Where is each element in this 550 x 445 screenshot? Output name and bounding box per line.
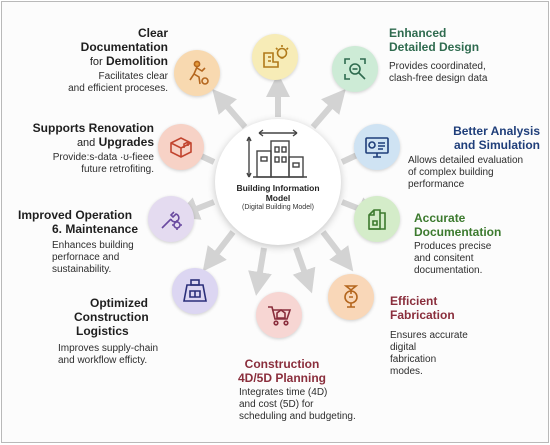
planning-title-line1: Construction xyxy=(244,357,320,371)
fabrication-title-line1: Efficient xyxy=(390,294,438,308)
worker-demolition-icon xyxy=(189,60,209,85)
design-desc-line1: Provides coordinated, xyxy=(389,61,486,72)
demolition-title-line3: Demolition xyxy=(106,54,168,68)
renovation-title-line2: Upgrades xyxy=(98,135,154,149)
node-top xyxy=(252,34,298,80)
renovation-desc-line1: Provide:s-data ·ʊ-fieee xyxy=(52,152,154,163)
design-title-line1: Enhanced xyxy=(389,26,447,40)
site-layout-icon xyxy=(183,279,207,302)
title-documentation: Accurate Documentation xyxy=(414,211,544,239)
documentation-desc-line3: documentation. xyxy=(414,265,483,276)
documents-icon xyxy=(368,209,386,230)
analysis-desc-line1: Allows detailed evaluation xyxy=(408,155,524,166)
renovation-title-line2-wrap: and Upgrades xyxy=(10,135,154,150)
title-renovation: Supports Renovation and Upgrades xyxy=(10,121,154,150)
fabrication-desc-line4: modes. xyxy=(390,366,423,377)
arrow-bottom-left xyxy=(202,230,236,272)
cart-house-icon xyxy=(268,306,292,326)
logistics-title-line2: Construction xyxy=(74,310,149,324)
title-demolition: Clear Documentation for Demolition xyxy=(42,26,168,69)
renovation-desc-line2: future retrofiting. xyxy=(81,164,154,175)
title-fabrication: Efficient Fabrication xyxy=(390,294,530,322)
demolition-desc-line2: and efficient proceses. xyxy=(68,83,168,94)
fabrication-desc-line1: Ensures accurate xyxy=(390,330,468,341)
operation-title-line1: Improved Operation xyxy=(18,208,133,222)
title-operation: Improved Operation 6. Maintenance xyxy=(18,208,148,236)
operation-desc-line3: sustainability. xyxy=(52,264,112,275)
magnifier-plan-icon xyxy=(344,58,366,80)
arrow-top-left xyxy=(212,88,248,129)
node-demolition xyxy=(174,50,220,96)
design-desc-line2: clash-free design data xyxy=(389,73,488,84)
operation-desc-line2: perfornace and xyxy=(52,252,120,263)
demolition-desc-line1: Facilitates clear xyxy=(98,71,168,82)
demolition-title-line2: Documentation xyxy=(80,40,168,54)
design-title-line2: Detailed Design xyxy=(389,40,480,54)
building-model-icon xyxy=(246,129,307,178)
blueprint-bulb-icon xyxy=(263,45,289,68)
documentation-title-line1: Accurate xyxy=(414,211,466,225)
title-design: Enhanced Detailed Design xyxy=(389,26,539,54)
planning-desc-line3: scheduling and budgeting. xyxy=(239,411,356,422)
operation-desc-line1: Enhances building xyxy=(52,240,134,251)
fabrication-desc-line3: fabrication xyxy=(390,354,437,365)
title-analysis: Better Analysis and Simulation xyxy=(402,124,540,152)
demolition-title-line3-wrap: for Demolition xyxy=(42,54,168,69)
documentation-desc-line1: Produces precise xyxy=(414,241,492,252)
analysis-desc-line2: of complex building performance xyxy=(408,167,494,190)
renovation-title-line1: Supports Renovation xyxy=(32,121,154,135)
wrench-gear-icon xyxy=(161,211,182,230)
demolition-title-line1: Clear xyxy=(137,26,168,40)
node-planning xyxy=(256,292,302,338)
arrow-bottom-right-2 xyxy=(292,247,316,294)
node-operation xyxy=(148,196,194,242)
desc-logistics: Improves supply-chain and workflow effic… xyxy=(58,343,188,367)
logistics-title-line3: Logistics xyxy=(76,324,129,338)
node-analysis xyxy=(354,124,400,170)
fabrication-title-line2: Fabrication xyxy=(390,308,455,322)
planning-desc-line2: and cost (5D) for xyxy=(239,399,314,410)
center-bim-node: Building Information Model (Digital Buil… xyxy=(215,119,341,245)
title-planning: Construction 4D/5D Planning xyxy=(202,357,362,385)
desc-planning: Integrates time (4D) and cost (5D) for s… xyxy=(239,387,379,423)
robot-arm-icon xyxy=(343,285,359,308)
desc-operation: Enhances building perfornace and sustain… xyxy=(52,240,152,276)
center-title: Building Information Model xyxy=(215,183,341,203)
node-renovation xyxy=(158,124,204,170)
logistics-title-line1: Optimized xyxy=(90,296,149,310)
arrow-bottom-right xyxy=(320,230,354,272)
documentation-desc-line2: and consitent xyxy=(414,253,474,264)
fabrication-desc-line2: digital xyxy=(390,342,417,353)
planning-title-line2: 4D/5D Planning xyxy=(237,371,326,385)
analysis-title-line1: Better Analysis xyxy=(453,124,540,138)
desc-analysis: Allows detailed evaluation of complex bu… xyxy=(408,155,548,191)
logistics-desc-line1: Improves supply-chain xyxy=(58,343,159,354)
renovation-title-small: and xyxy=(76,137,96,149)
monitor-chart-icon xyxy=(365,137,389,158)
logistics-desc-line2: and workflow efficty. xyxy=(58,355,148,366)
documentation-title-line2: Documentation xyxy=(414,225,502,239)
operation-title-line2: 6. Maintenance xyxy=(52,222,139,236)
node-documentation xyxy=(354,196,400,242)
desc-fabrication: Ensures accurate digital fabrication mod… xyxy=(390,330,530,378)
center-subtitle: (Digital Building Model) xyxy=(242,204,314,211)
arrow-bottom xyxy=(248,247,272,296)
building-cube-icon xyxy=(170,137,192,158)
desc-renovation: Provide:s-data ·ʊ-fieee future retrofiti… xyxy=(10,152,154,176)
node-design xyxy=(332,46,378,92)
center-title-line1: Building Information xyxy=(236,183,320,193)
node-fabrication xyxy=(328,274,374,320)
desc-documentation: Produces precise and consitent documenta… xyxy=(414,241,544,277)
arrow-top-right xyxy=(310,88,346,129)
desc-demolition: Facilitates clear and efficient proceses… xyxy=(42,71,168,95)
desc-design: Provides coordinated, clash-free design … xyxy=(389,61,539,85)
analysis-title-line2: and Simulation xyxy=(453,138,540,152)
node-logistics xyxy=(172,268,218,314)
demolition-title-small: for xyxy=(89,56,103,68)
title-logistics: Optimized Construction Logistics xyxy=(62,296,172,338)
planning-desc-line1: Integrates time (4D) xyxy=(239,387,328,398)
center-title-line2: Model xyxy=(265,193,291,203)
